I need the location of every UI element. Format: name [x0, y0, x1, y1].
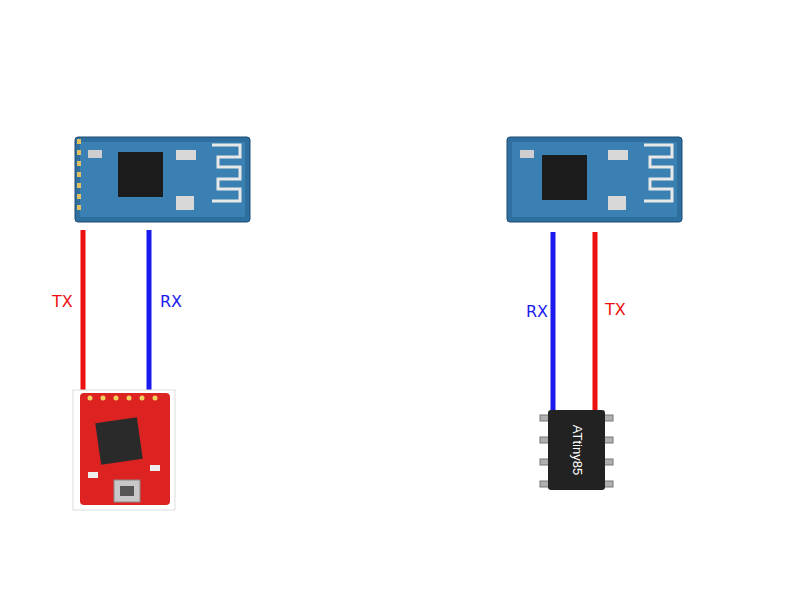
bluetooth-module	[507, 137, 682, 222]
signal-label: RX	[526, 304, 548, 320]
signal-label: TX	[605, 302, 626, 318]
ftdi-board	[73, 390, 175, 510]
ic-chip: ATtiny85	[548, 410, 605, 490]
tx-wire	[593, 232, 598, 410]
bluetooth-module	[75, 137, 250, 222]
signal-label: TX	[52, 294, 73, 310]
rx-wire	[147, 230, 152, 390]
tx-wire	[81, 230, 86, 390]
signal-label: RX	[160, 294, 182, 310]
chip-label: ATtiny85	[570, 425, 583, 475]
rx-wire	[551, 232, 556, 410]
